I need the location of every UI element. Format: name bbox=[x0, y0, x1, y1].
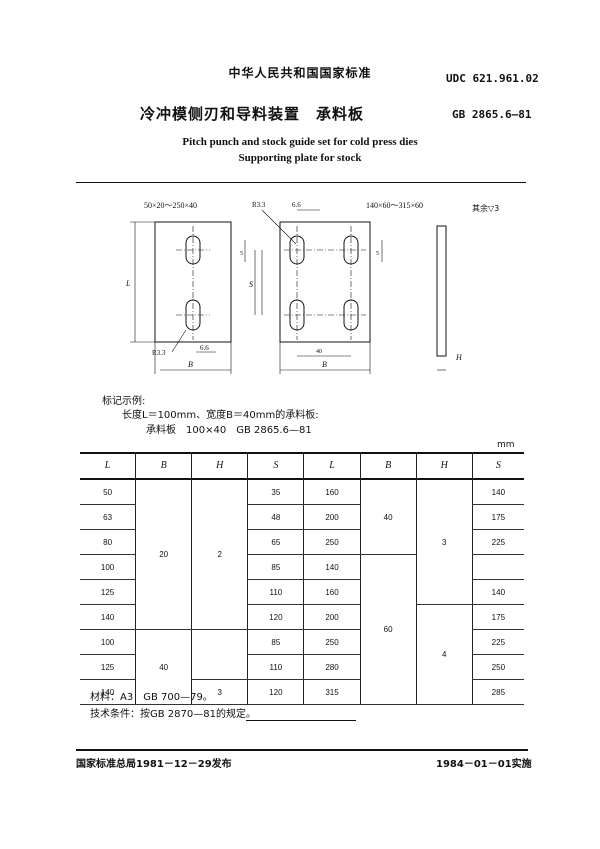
technical-conditions-note: 技术条件：按GB 2870—81的规定。 bbox=[90, 709, 256, 720]
marking-heading: 标记示例: bbox=[102, 396, 146, 407]
notes-end-rule bbox=[246, 720, 356, 721]
document-title-en-line2: Supporting plate for stock bbox=[238, 152, 362, 164]
left-size-range-label: 50×20～250×40 bbox=[144, 201, 197, 210]
table-row: 80 65 250 225 bbox=[80, 529, 524, 555]
table-row: 100 85 140 60 bbox=[80, 554, 524, 705]
standard-title: 中华人民共和国国家标准 bbox=[228, 66, 372, 80]
table-row: 100 40 85 250 225 bbox=[80, 629, 524, 705]
left-plate-outline bbox=[154, 221, 232, 343]
issue-date: 国家标准总局1981－12－29发布 bbox=[76, 759, 232, 770]
marking-line2: 承料板 100×40 GB 2865.6—81 bbox=[146, 425, 312, 436]
technical-drawing: 50×20～250×40 140×60～315×60 其余▽3 R3.3 6.6… bbox=[125, 201, 499, 374]
svg-text:H: H bbox=[455, 353, 463, 362]
marking-line1: 长度L＝100mm、宽度B＝40mm的承料板: bbox=[122, 410, 319, 421]
table-row: 50 20 2 35 160 40 3 140 bbox=[80, 479, 524, 630]
svg-text:L: L bbox=[125, 279, 131, 288]
table-row: 125 110 160 140 bbox=[80, 579, 524, 605]
svg-text:B: B bbox=[322, 360, 327, 369]
col-header: S bbox=[247, 452, 304, 480]
material-note: 材料：A3 GB 700—79。 bbox=[90, 692, 213, 703]
dimension-table: L B H S L B H S 50 20 2 35 160 40 3 140 … bbox=[80, 452, 524, 705]
col-header: S bbox=[471, 452, 524, 480]
table-row: 140 120 200 4 175 bbox=[80, 604, 524, 705]
svg-text:S: S bbox=[249, 280, 253, 289]
col-header: B bbox=[359, 452, 417, 480]
effective-date: 1984－01－01实施 bbox=[436, 759, 532, 770]
svg-text:R3.3: R3.3 bbox=[252, 201, 266, 209]
svg-text:5: 5 bbox=[240, 251, 243, 257]
svg-text:6.6: 6.6 bbox=[200, 344, 209, 352]
col-header: B bbox=[135, 452, 192, 480]
col-header: L bbox=[80, 452, 136, 480]
svg-text:5: 5 bbox=[376, 251, 379, 257]
gb-number: GB 2865.6—81 bbox=[452, 108, 532, 121]
table-row: 125 110 280 250 bbox=[80, 654, 524, 680]
col-header: H bbox=[415, 452, 473, 480]
side-view-plate bbox=[436, 225, 447, 357]
footer-rule bbox=[76, 749, 528, 751]
header-rule bbox=[76, 182, 526, 183]
svg-text:B: B bbox=[188, 360, 193, 369]
svg-text:6.6: 6.6 bbox=[292, 201, 301, 209]
document-title-cn: 冷冲模侧刃和导料装置 承料板 bbox=[140, 105, 365, 123]
right-plate-outline bbox=[279, 221, 371, 343]
table-row: 63 48 200 175 bbox=[80, 504, 524, 530]
udc-code: UDC 621.961.02 bbox=[446, 72, 539, 85]
table-row: 140 3 120 315 285 bbox=[80, 679, 524, 705]
svg-text:R3.3: R3.3 bbox=[152, 349, 166, 357]
col-header: L bbox=[303, 452, 361, 480]
document-title-en-line1: Pitch punch and stock guide set for cold… bbox=[182, 136, 418, 148]
right-size-range-label: 140×60～315×60 bbox=[366, 201, 423, 210]
table-header-row: L B H S L B H S bbox=[80, 452, 524, 480]
roughness-label: 其余▽3 bbox=[472, 203, 499, 213]
svg-text:40: 40 bbox=[316, 349, 322, 355]
unit-label: mm bbox=[497, 440, 515, 450]
col-header: H bbox=[191, 452, 248, 480]
